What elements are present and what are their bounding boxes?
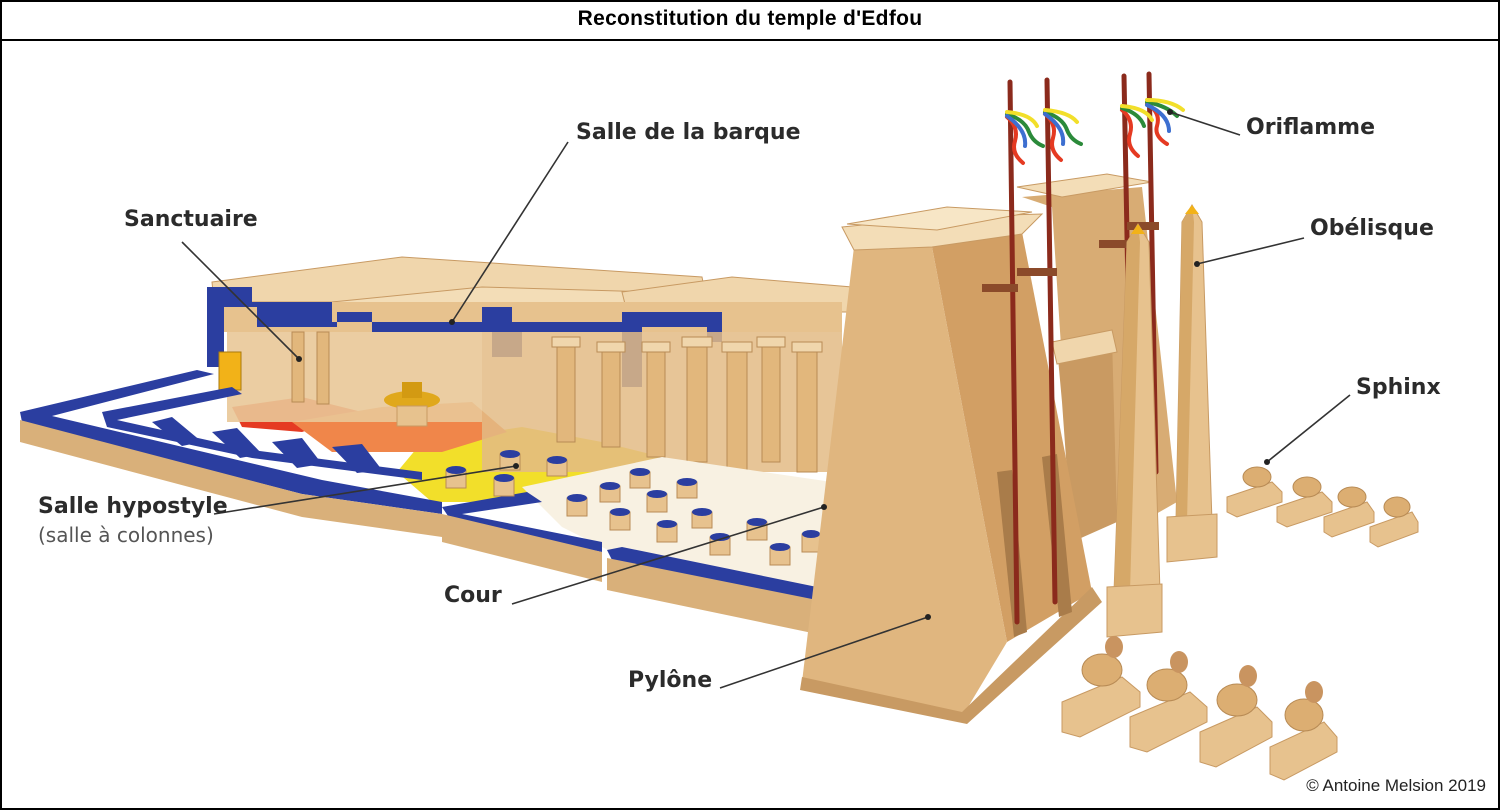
court-wall-face-front xyxy=(607,558,817,634)
courtyard xyxy=(442,450,832,634)
label-oriflamme: Oriflamme xyxy=(1246,115,1376,140)
title-bar: Reconstitution du temple d'Edfou xyxy=(2,2,1498,41)
pylon-front-tower-face xyxy=(802,247,1007,717)
label-pylone: Pylône xyxy=(628,668,713,693)
leader-sphinx xyxy=(1266,394,1351,463)
obelisk-right xyxy=(1166,204,1218,563)
room-divider-4 xyxy=(332,444,382,473)
outer-enclosure xyxy=(20,370,442,537)
room-divider-2 xyxy=(212,428,262,458)
inner-room-walls xyxy=(102,387,422,480)
leader-sanctuaire xyxy=(181,241,300,360)
leader-obelisque xyxy=(1196,237,1305,265)
label-sphinx: Sphinx xyxy=(1356,375,1441,400)
label-salle-hypostyle-sub: (salle à colonnes) xyxy=(38,523,214,547)
label-sanctuaire: Sanctuaire xyxy=(124,207,258,232)
leader-cour xyxy=(511,506,825,605)
leader-pylone xyxy=(719,616,929,689)
pole-clamps xyxy=(982,222,1159,292)
leader-oriflamme xyxy=(1169,111,1241,136)
room-divider-3 xyxy=(272,438,322,468)
sphinx-row-rear xyxy=(1226,466,1419,548)
pylon-gateway-lintel xyxy=(1051,329,1118,365)
hypostyle-columns xyxy=(291,331,818,473)
rear-building xyxy=(207,256,853,502)
copyright-notice: © Antoine Melsion 2019 xyxy=(1306,776,1486,795)
pylon-front-tower-top xyxy=(846,206,1033,231)
flag-niches xyxy=(997,454,1072,637)
gold-shrine xyxy=(218,351,242,391)
outer-wall-left-top xyxy=(20,370,442,514)
outer-wall-left-face xyxy=(20,420,442,537)
sphinx-row-front xyxy=(1061,636,1338,781)
sanctuary-inner-wall xyxy=(227,332,482,422)
leader-salle-hypostyle xyxy=(213,465,517,515)
obelisk-left xyxy=(1106,223,1163,638)
figure-title: Reconstitution du temple d'Edfou xyxy=(577,7,923,30)
label-salle-barque: Salle de la barque xyxy=(576,120,801,145)
court-wall-blue-front xyxy=(607,547,817,602)
leader-salle-barque xyxy=(451,141,569,323)
pylon-base xyxy=(800,587,1102,724)
court-wall-face-left xyxy=(442,514,602,582)
sacred-barque xyxy=(384,382,440,427)
column-stumps xyxy=(445,450,821,566)
label-cour: Cour xyxy=(444,583,502,608)
column-capitals xyxy=(551,336,823,353)
leader-dots xyxy=(296,109,1270,620)
court-wall-blue-left xyxy=(442,492,602,552)
label-obelisque: Obélisque xyxy=(1310,216,1434,241)
room-divider-1 xyxy=(152,417,202,446)
pennants xyxy=(1005,98,1185,165)
leader-lines xyxy=(181,111,1351,689)
label-salle-hypostyle: Salle hypostyle xyxy=(38,494,228,519)
